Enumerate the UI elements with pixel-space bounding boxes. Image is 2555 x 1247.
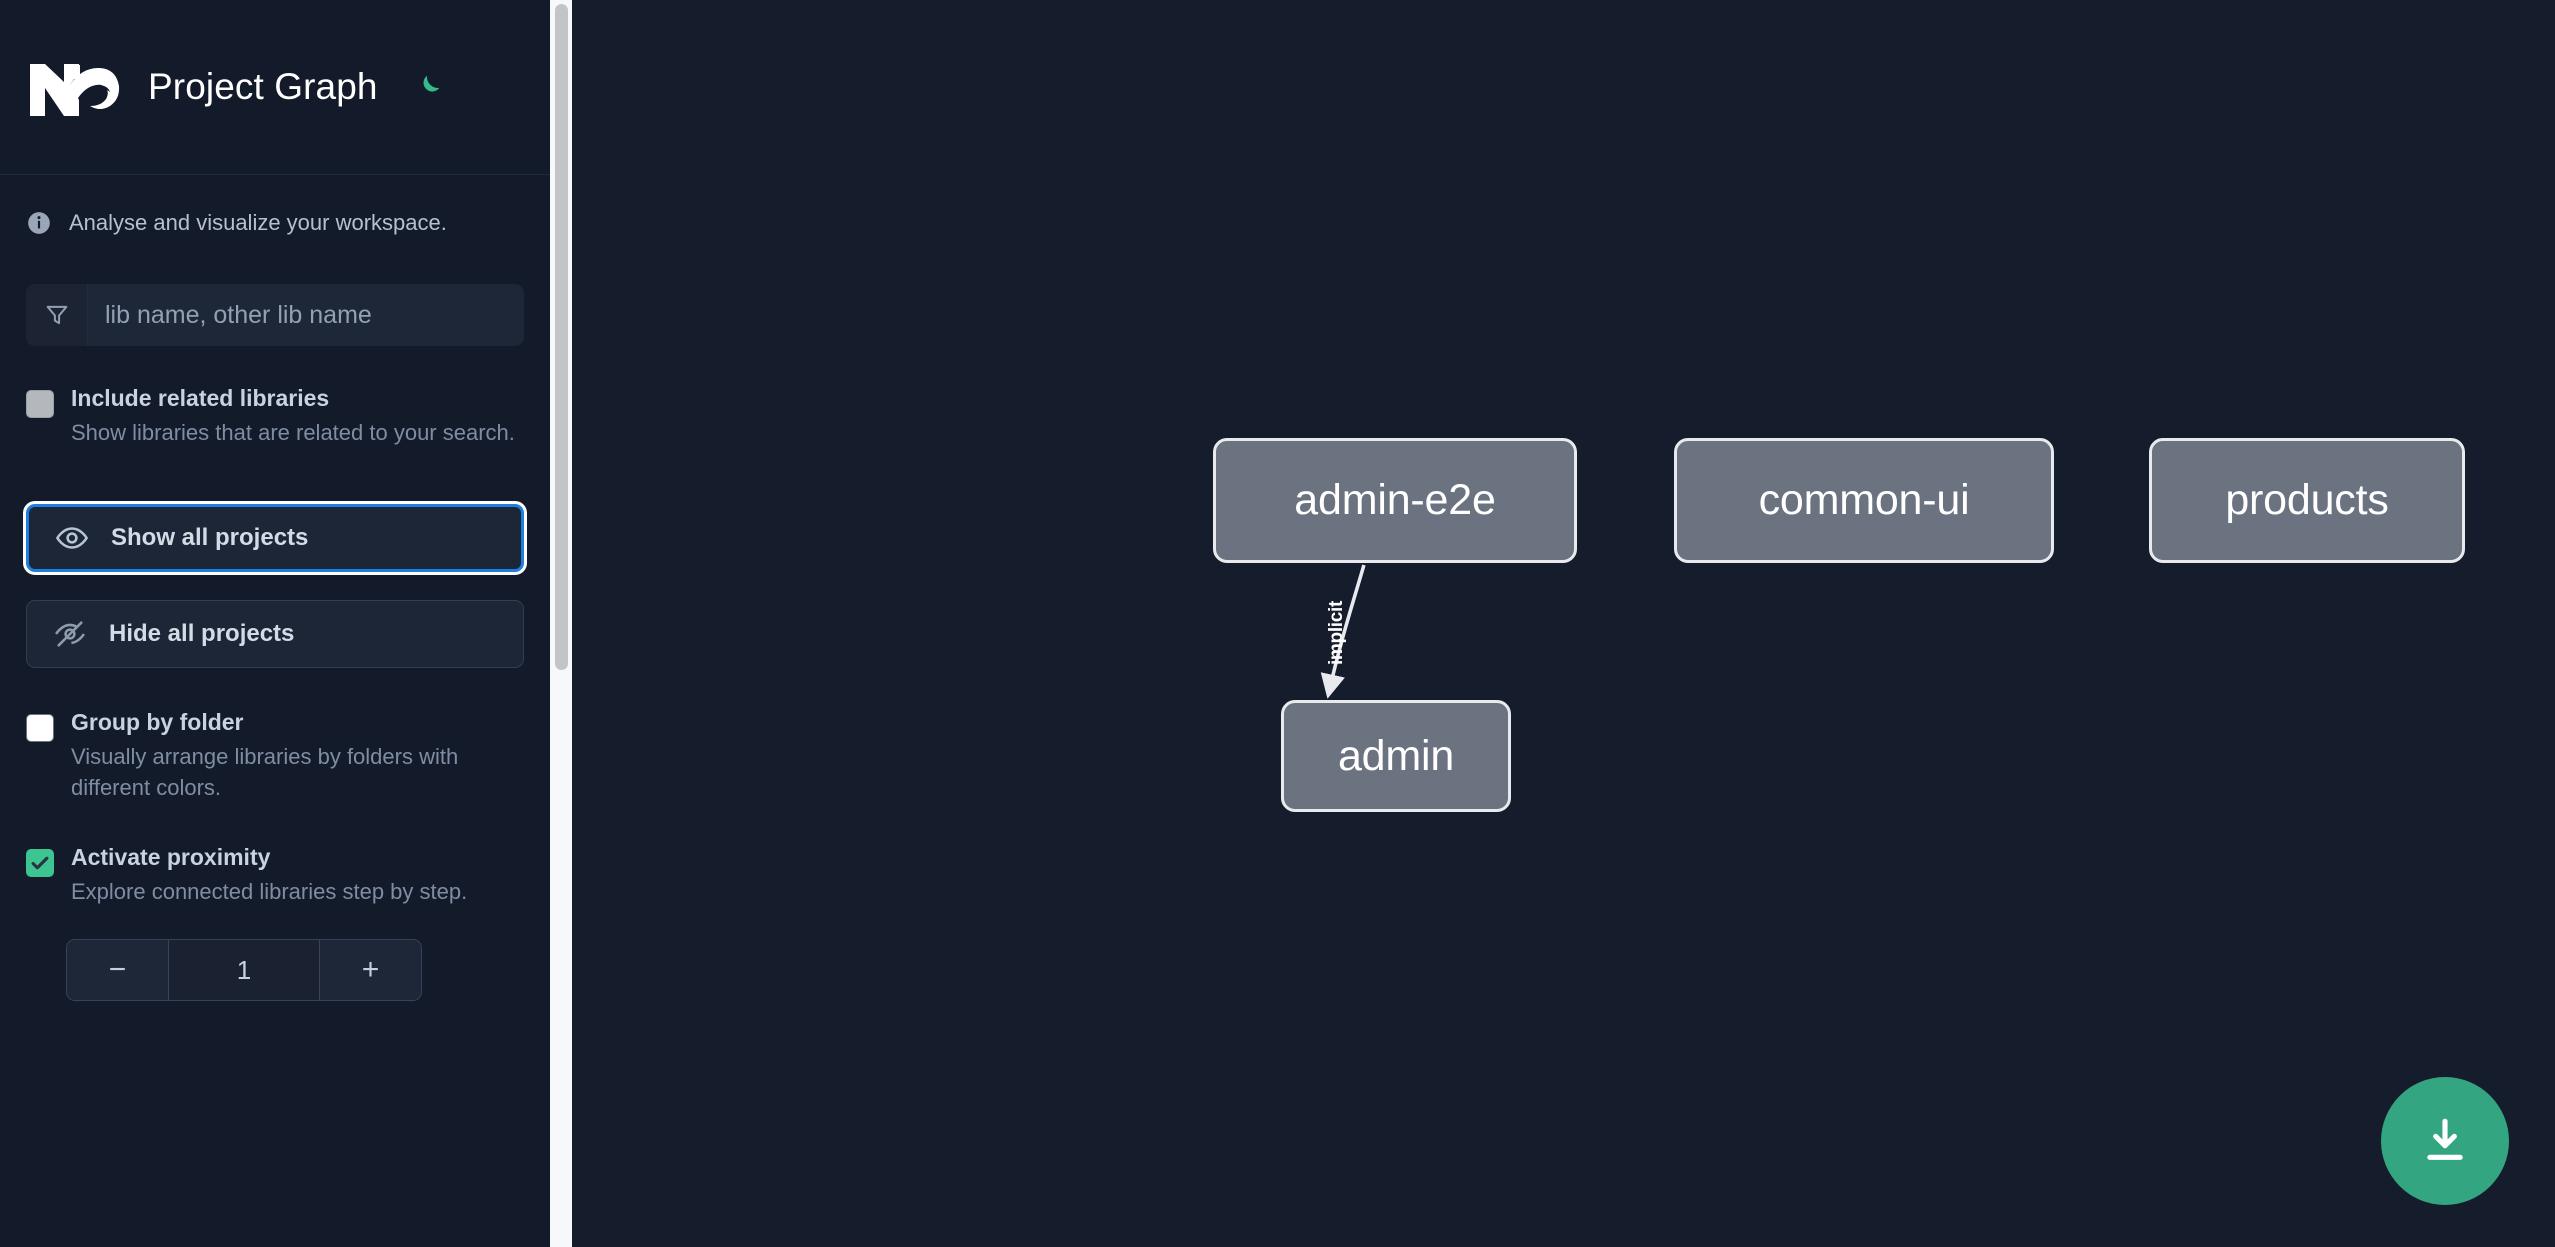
proximity-stepper[interactable]: − 1 + xyxy=(66,939,422,1002)
download-icon xyxy=(2427,1118,2463,1160)
download-image-button[interactable] xyxy=(2381,1077,2509,1205)
checkbox-group-by-folder[interactable] xyxy=(26,713,54,742)
nx-logo xyxy=(30,64,120,116)
funnel-icon-box xyxy=(26,284,88,346)
sidebar-header: Project Graph xyxy=(0,0,550,175)
option-label: Group by folder xyxy=(71,708,244,735)
sidebar: Project Graph Analyse and visualize your… xyxy=(0,0,550,1247)
filter-field[interactable] xyxy=(26,284,524,346)
workspace-info-text: Analyse and visualize your workspace. xyxy=(69,210,447,235)
moon-icon xyxy=(423,75,439,92)
eye-off-icon xyxy=(55,621,85,647)
sidebar-scrollbar[interactable] xyxy=(550,0,572,1247)
option-texts: Activate proximity Explore connected lib… xyxy=(71,843,524,907)
option-include-related-libraries[interactable]: Include related libraries Show libraries… xyxy=(0,384,550,448)
proximity-decrement-button[interactable]: − xyxy=(67,940,169,1001)
search-input[interactable] xyxy=(88,284,524,346)
graph-node-label: products xyxy=(2225,476,2389,524)
show-all-projects-button[interactable]: Show all projects xyxy=(26,503,524,572)
proximity-value: 1 xyxy=(169,940,319,1001)
show-all-projects-label: Show all projects xyxy=(111,523,309,551)
option-activate-proximity[interactable]: Activate proximity Explore connected lib… xyxy=(0,843,550,907)
info-icon xyxy=(28,212,50,234)
option-description: Explore connected libraries step by step… xyxy=(71,878,468,904)
graph-node-admin[interactable]: admin xyxy=(1281,700,1511,812)
graph-node-products[interactable]: products xyxy=(2149,438,2465,563)
graph-node-label: common-ui xyxy=(1758,476,1970,524)
option-description: Visually arrange libraries by folders wi… xyxy=(71,743,459,800)
graph-node-common-ui[interactable]: common-ui xyxy=(1674,438,2054,563)
proximity-increment-button[interactable]: + xyxy=(319,940,421,1001)
graph-node-admin-e2e[interactable]: admin-e2e xyxy=(1213,438,1577,563)
funnel-icon xyxy=(46,305,67,325)
check-icon xyxy=(31,856,49,870)
edge-label-admin-e2e-to-admin: implicit xyxy=(1326,600,1348,666)
edge-admin-e2e-to-admin xyxy=(1320,564,1366,699)
hide-all-projects-label: Hide all projects xyxy=(109,619,295,647)
graph-node-label: admin xyxy=(1337,731,1455,780)
option-texts: Include related libraries Show libraries… xyxy=(71,384,524,448)
option-label: Activate proximity xyxy=(71,844,271,871)
hide-all-projects-button[interactable]: Hide all projects xyxy=(26,599,524,668)
checkbox-activate-proximity[interactable] xyxy=(26,849,54,878)
option-group-by-folder[interactable]: Group by folder Visually arrange librari… xyxy=(0,708,550,803)
graph-node-label: admin-e2e xyxy=(1294,476,1496,524)
checkbox-include-related-libraries[interactable] xyxy=(26,390,54,418)
workspace-info: Analyse and visualize your workspace. xyxy=(0,175,550,236)
option-description: Show libraries that are related to your … xyxy=(71,419,515,445)
graph-canvas[interactable]: admin-e2e common-ui products store-e2e a… xyxy=(550,0,2555,1247)
graph-edges xyxy=(1320,564,1366,699)
sidebar-scrollbar-thumb[interactable] xyxy=(555,4,568,670)
option-label: Include related libraries xyxy=(71,385,330,411)
page-title: Project Graph xyxy=(148,66,378,107)
eye-icon xyxy=(55,527,89,549)
theme-toggle-button[interactable] xyxy=(408,67,448,107)
option-texts: Group by folder Visually arrange librari… xyxy=(71,708,524,803)
